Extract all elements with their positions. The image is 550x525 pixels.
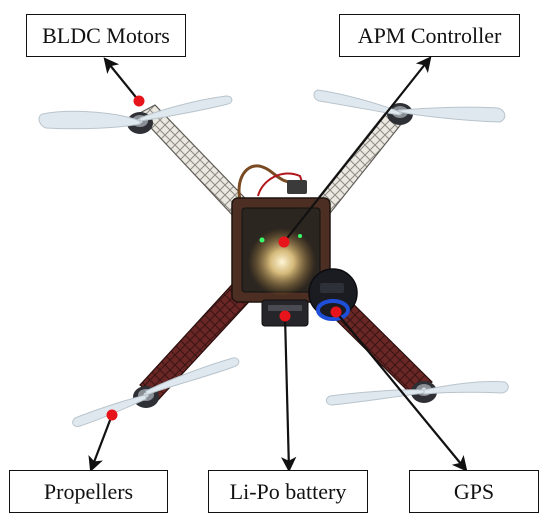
arrow-bldc-motors [103, 57, 140, 102]
propeller-rear-right [325, 381, 509, 406]
annotation-arrows [88, 56, 468, 473]
gps-module [308, 268, 358, 321]
marker-lipo-battery [279, 310, 291, 322]
status-led [259, 237, 265, 243]
marker-gps [330, 306, 342, 318]
marker-propellers [106, 409, 118, 421]
label-lipo-battery: Li-Po battery [208, 470, 368, 513]
arrow-propellers [88, 414, 114, 473]
propeller-front-left [38, 95, 233, 130]
marker-bldc-motors [133, 95, 145, 107]
marker-apm-controller [278, 236, 290, 248]
propeller-front-right [313, 89, 506, 123]
connector [287, 180, 307, 194]
label-apm-controller: APM Controller [339, 14, 520, 57]
led-glow [248, 228, 316, 296]
markers [106, 95, 342, 421]
arrow-gps [335, 311, 468, 472]
label-propellers: Propellers [9, 470, 168, 513]
arrow-lipo-battery [280, 315, 297, 473]
arrow-apm-controller [283, 56, 432, 243]
wires [237, 164, 301, 201]
label-bldc-motors: BLDC Motors [26, 14, 186, 57]
label-gps: GPS [409, 470, 539, 513]
quadcopter-photo [38, 89, 509, 427]
